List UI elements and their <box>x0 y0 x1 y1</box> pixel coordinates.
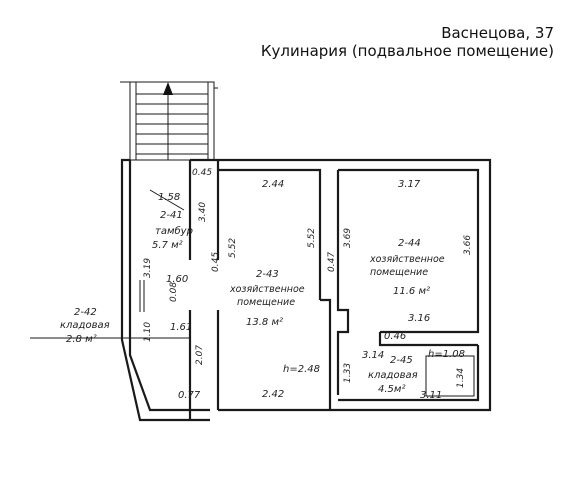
dim-label: 0.45 <box>211 252 221 272</box>
room-2-43: 2.44 0.45 5.52 5.52 0.47 2-43 хозяйствен… <box>211 179 337 400</box>
outer-walls <box>120 158 492 422</box>
room-id: 2-41 <box>160 210 183 221</box>
dim-label: 3.11 <box>420 390 442 401</box>
dim-label: 2.44 <box>262 179 284 190</box>
room-id: 2-42 <box>74 307 97 318</box>
dim-label: 1.61 <box>170 322 192 333</box>
dim-label: 2.07 <box>195 345 205 365</box>
room-2-44: 3.17 3.69 3.66 2-44 хозяйственное помеще… <box>343 179 473 342</box>
room-area: 5.7 м² <box>152 240 183 251</box>
room-2-41: 1.58 2-41 тамбур 5.7 м² 0.45 3.40 3.19 1… <box>143 168 212 333</box>
room-area: 2.8 м² <box>66 334 97 345</box>
dim-label: 1.34 <box>456 368 466 388</box>
room-name: кладовая <box>60 320 110 331</box>
plan-address: Васнецова, 37 <box>441 24 554 42</box>
room-name: хозяйственное <box>229 284 305 295</box>
room-id: 2-45 <box>390 355 413 366</box>
room-area: 4.5м² <box>378 384 405 395</box>
dim-label: 1.10 <box>143 322 153 342</box>
dim-label: 0.46 <box>384 331 406 342</box>
room-name: тамбур <box>155 225 193 237</box>
dim-label: 3.69 <box>343 228 353 248</box>
dim-label: 3.19 <box>143 258 153 278</box>
plan-subtitle: Кулинария (подвальное помещение) <box>260 42 554 60</box>
room-name: помещение <box>370 267 428 278</box>
room-area: 11.6 м² <box>393 286 430 297</box>
dim-label: 5.52 <box>228 238 238 258</box>
room-id: 2-44 <box>398 238 421 249</box>
dim-label: 3.14 <box>362 350 384 361</box>
fixtures <box>30 189 475 397</box>
stair-arrow-icon <box>163 82 173 95</box>
dim-label: 3.66 <box>463 235 473 255</box>
dim-label: 1.58 <box>158 192 180 203</box>
dim-label: 1.33 <box>343 363 353 383</box>
dim-label: 3.16 <box>408 313 430 324</box>
room-name: хозяйственное <box>369 254 445 265</box>
dim-label: 3.17 <box>398 179 421 190</box>
room-name: помещение <box>237 297 295 308</box>
dim-label: 3.40 <box>198 202 208 222</box>
dim-label: 1.60 <box>166 274 188 285</box>
room-area: 13.8 м² <box>246 317 283 328</box>
room-id: 2-43 <box>256 269 279 280</box>
dim-label: 2.42 <box>262 389 284 400</box>
height-label: h=1.08 <box>428 349 465 360</box>
room-name: кладовая <box>368 370 418 381</box>
staircase <box>120 81 218 161</box>
dim-label: 0.47 <box>327 252 337 272</box>
dim-label: 5.52 <box>307 228 317 248</box>
height-label: h=2.48 <box>283 364 320 375</box>
dim-label: 0.08 <box>169 282 179 302</box>
dim-label: 0.45 <box>192 168 212 178</box>
room-2-45: 3.14 2-45 h=1.08 кладовая 4.5м² 1.33 1.3… <box>343 349 466 401</box>
room-2-42: 2-42 кладовая 2.8 м² 1.10 2.07 0.77 <box>60 307 205 401</box>
dim-label: 0.77 <box>178 390 201 401</box>
